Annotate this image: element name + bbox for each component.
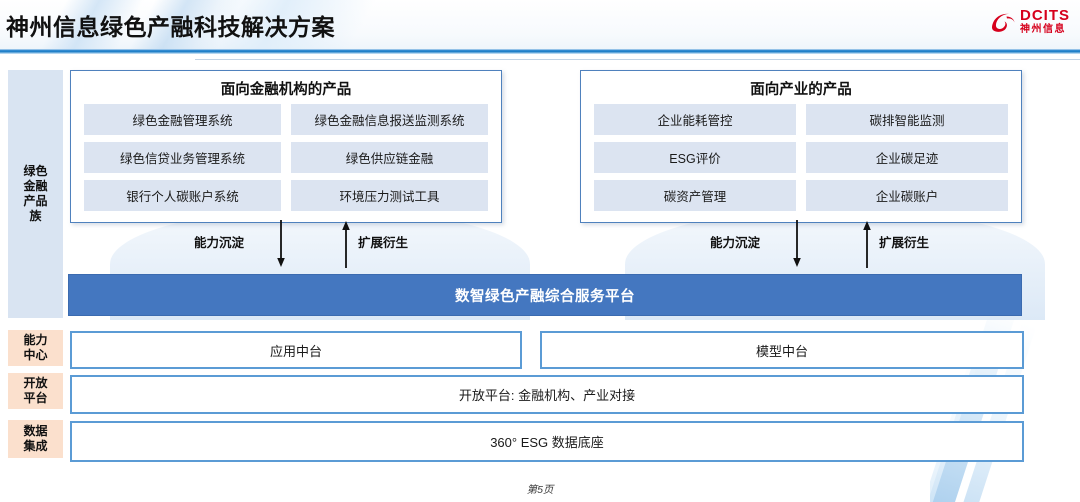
panel-title: 面向金融机构的产品 bbox=[220, 82, 352, 98]
sidebar-label: 能力 中心 bbox=[23, 333, 48, 362]
capability-box-model-middle-platform[interactable]: 模型中台 bbox=[540, 331, 1024, 369]
open-platform-label: 开放平台: 金融机构、产业对接 bbox=[458, 388, 636, 403]
arrow-up-icon bbox=[863, 221, 871, 268]
data-integration-label: 360° ESG 数据底座 bbox=[490, 435, 604, 450]
page-number: 第5页 bbox=[526, 484, 554, 496]
arrow-up-icon bbox=[342, 221, 350, 268]
product-chip[interactable]: 企业碳足迹 bbox=[806, 142, 1008, 173]
sidebar-item-capability-center: 能力 中心 bbox=[8, 330, 63, 366]
product-chip[interactable]: 环境压力测试工具 bbox=[291, 180, 488, 211]
sidebar-label: 开放 平台 bbox=[23, 376, 48, 405]
panel-item-grid: 绿色金融管理系统 绿色金融信息报送监测系统 绿色信贷业务管理系统 绿色供应链金融… bbox=[71, 104, 501, 222]
product-chip[interactable]: 绿色信贷业务管理系统 bbox=[84, 142, 281, 173]
sidebar-item-data-integration: 数据 集成 bbox=[8, 420, 63, 458]
product-chip[interactable]: 企业碳账户 bbox=[806, 180, 1008, 211]
flow-label-capability-precipitation: 能力沉淀 bbox=[710, 236, 761, 250]
platform-bar: 数智绿色产融综合服务平台 bbox=[68, 274, 1022, 316]
capability-label: 应用中台 bbox=[269, 343, 322, 359]
sidebar-label: 绿色 金融 产品 族 bbox=[23, 164, 48, 223]
panel-item-grid: 企业能耗管控 碳排智能监测 ESG评价 企业碳足迹 碳资产管理 企业碳账户 bbox=[581, 104, 1021, 222]
header-divider-line bbox=[0, 49, 1080, 54]
product-chip[interactable]: 绿色供应链金融 bbox=[291, 142, 488, 173]
sidebar-item-open-platform: 开放 平台 bbox=[8, 373, 63, 409]
capability-label: 模型中台 bbox=[755, 343, 808, 359]
product-chip[interactable]: 碳排智能监测 bbox=[806, 104, 1008, 135]
panel-financial-institution-products: 面向金融机构的产品 绿色金融管理系统 绿色金融信息报送监测系统 绿色信贷业务管理… bbox=[70, 70, 502, 223]
sidebar-item-green-finance-products: 绿色 金融 产品 族 bbox=[8, 70, 63, 318]
product-chip[interactable]: 绿色金融信息报送监测系统 bbox=[291, 104, 488, 135]
brand-logo: DCITS 神州信息 bbox=[990, 8, 1070, 35]
panel-industry-products: 面向产业的产品 企业能耗管控 碳排智能监测 ESG评价 企业碳足迹 碳资产管理 … bbox=[580, 70, 1022, 223]
header-thin-divider bbox=[195, 59, 1080, 60]
product-chip[interactable]: 碳资产管理 bbox=[594, 180, 796, 211]
product-chip[interactable]: ESG评价 bbox=[594, 142, 796, 173]
product-chip[interactable]: 企业能耗管控 bbox=[594, 104, 796, 135]
flow-label-expansion-derivation: 扩展衍生 bbox=[358, 236, 409, 250]
flow-label-capability-precipitation: 能力沉淀 bbox=[194, 236, 245, 250]
logo-text-cn: 神州信息 bbox=[1020, 24, 1066, 35]
capability-box-application-middle-platform[interactable]: 应用中台 bbox=[70, 331, 522, 369]
product-chip[interactable]: 绿色金融管理系统 bbox=[84, 104, 281, 135]
panel-title: 面向产业的产品 bbox=[750, 82, 852, 98]
product-chip[interactable]: 银行个人碳账户系统 bbox=[84, 180, 281, 211]
arrow-down-icon bbox=[277, 220, 285, 267]
platform-label: 数智绿色产融综合服务平台 bbox=[455, 288, 635, 305]
data-integration-box[interactable]: 360° ESG 数据底座 bbox=[70, 421, 1024, 462]
arrow-down-icon bbox=[793, 220, 801, 267]
swoosh-logo-icon bbox=[991, 13, 1015, 32]
page-title: 神州信息绿色产融科技解决方案 bbox=[6, 14, 335, 40]
logo-text-en: DCITS bbox=[1020, 7, 1070, 24]
open-platform-box[interactable]: 开放平台: 金融机构、产业对接 bbox=[70, 375, 1024, 414]
sidebar-label: 数据 集成 bbox=[23, 424, 48, 453]
flow-label-expansion-derivation: 扩展衍生 bbox=[879, 236, 930, 250]
